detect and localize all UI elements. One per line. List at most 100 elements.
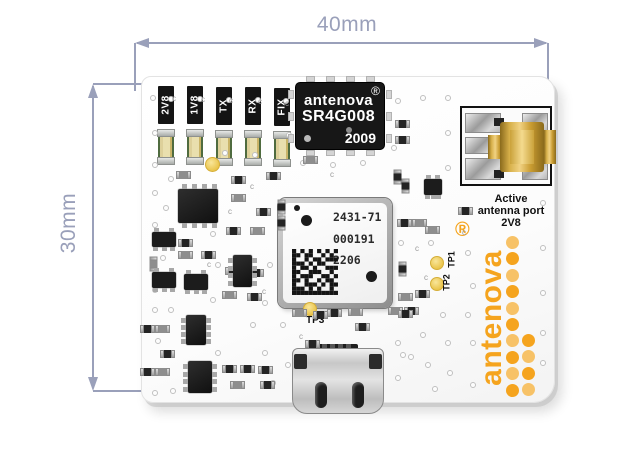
chip-pad <box>326 76 335 82</box>
via <box>252 152 258 158</box>
smd-resistor <box>226 227 241 235</box>
usb-anchor-slot <box>352 382 364 408</box>
via <box>540 245 546 251</box>
via <box>215 262 221 268</box>
led-label-tx: TX <box>216 87 232 125</box>
width-extension-right <box>547 43 549 98</box>
rf-module-part-number: SR4G008 <box>302 108 376 125</box>
smd-resistor <box>222 365 237 373</box>
smd-resistor <box>258 366 273 374</box>
via <box>445 130 451 136</box>
width-dimension-line <box>137 42 546 44</box>
via <box>255 97 261 103</box>
via <box>470 382 476 388</box>
via <box>395 340 401 346</box>
via <box>152 307 158 313</box>
silkscreen-mark: c <box>229 96 233 105</box>
via <box>215 350 221 356</box>
chip-pad <box>386 90 392 99</box>
silkscreen-mark: c <box>330 170 334 179</box>
module-dot <box>301 215 312 226</box>
module-dot <box>294 205 300 211</box>
smd-resistor <box>458 207 473 215</box>
via <box>285 362 291 368</box>
usb-bracket-right <box>369 354 382 369</box>
logo-dot <box>506 252 519 266</box>
led-label-1v8: 1V8 <box>187 86 203 124</box>
smd-resistor <box>155 368 170 376</box>
silkscreen-mark: c <box>250 182 254 191</box>
smd-resistor <box>398 310 413 318</box>
via <box>152 222 158 228</box>
smd-resistor <box>231 194 246 202</box>
antenova-logo: antenova <box>475 250 508 386</box>
smd-resistor <box>305 340 320 348</box>
silkscreen-mark: c <box>262 287 266 296</box>
sot23-transistor <box>424 175 442 199</box>
smd-resistor <box>231 176 246 184</box>
via <box>395 375 401 381</box>
logo-dot <box>506 367 519 381</box>
gnss-module: 2431-71 000191 2206 <box>278 198 392 308</box>
chip-pad <box>366 76 375 82</box>
width-dimension-label: 40mm <box>316 13 378 36</box>
via <box>420 95 426 101</box>
via <box>540 360 546 366</box>
logo-dot <box>506 334 519 348</box>
via <box>540 200 546 206</box>
antenna-port-label: Active antenna port 2V8 <box>470 193 552 229</box>
smd-resistor <box>256 208 271 216</box>
via <box>155 338 161 344</box>
tp3-label: TP3 <box>306 315 325 326</box>
registered-mark: ® <box>371 84 380 98</box>
smd-resistor <box>393 169 402 185</box>
gnss-module-line1: 2431-71 <box>333 210 382 224</box>
smd-resistor <box>277 199 286 215</box>
chip-pad <box>386 112 392 121</box>
silkscreen-mark: c <box>462 228 466 237</box>
datamatrix-barcode <box>292 249 338 295</box>
via <box>465 312 471 318</box>
smd-resistor <box>160 350 175 358</box>
silkscreen-mark: c <box>285 99 289 108</box>
via <box>170 388 176 394</box>
smd-resistor <box>412 219 427 227</box>
via <box>262 350 268 356</box>
chip-pad <box>346 150 355 156</box>
smd-resistor <box>178 251 193 259</box>
logo-dot <box>522 366 535 380</box>
antenna-port-line2: antenna port <box>477 205 545 217</box>
via <box>391 145 397 151</box>
led-1v8 <box>186 129 204 165</box>
width-extension-left <box>134 43 136 91</box>
chip-pad <box>346 76 355 82</box>
sot23-transistor <box>184 270 208 294</box>
led-label-2v8: 2V8 <box>158 86 174 124</box>
via <box>395 98 401 104</box>
smd-resistor <box>201 251 216 259</box>
height-arrow-down <box>88 377 98 391</box>
via <box>445 165 451 171</box>
gnss-module-line2: 000191 <box>333 232 375 246</box>
via <box>168 176 174 182</box>
logo-dot <box>506 268 519 282</box>
test-pad-tp2 <box>430 277 444 291</box>
usb-shell <box>292 348 384 414</box>
via <box>400 352 406 358</box>
via <box>163 205 169 211</box>
via <box>222 150 228 156</box>
via <box>540 290 546 296</box>
silkscreen-mark: c <box>172 94 176 103</box>
led-rx <box>244 130 262 166</box>
led-2v8 <box>157 129 175 165</box>
logo-dot <box>506 383 519 397</box>
micro-usb-connector <box>292 344 384 414</box>
via <box>428 240 434 246</box>
silkscreen-mark: c <box>424 273 428 282</box>
logo-dot <box>522 350 535 364</box>
via <box>267 262 273 268</box>
smd-resistor <box>140 368 155 376</box>
width-arrow-right <box>534 38 548 48</box>
smd-resistor <box>277 215 286 231</box>
smd-resistor <box>260 381 275 389</box>
